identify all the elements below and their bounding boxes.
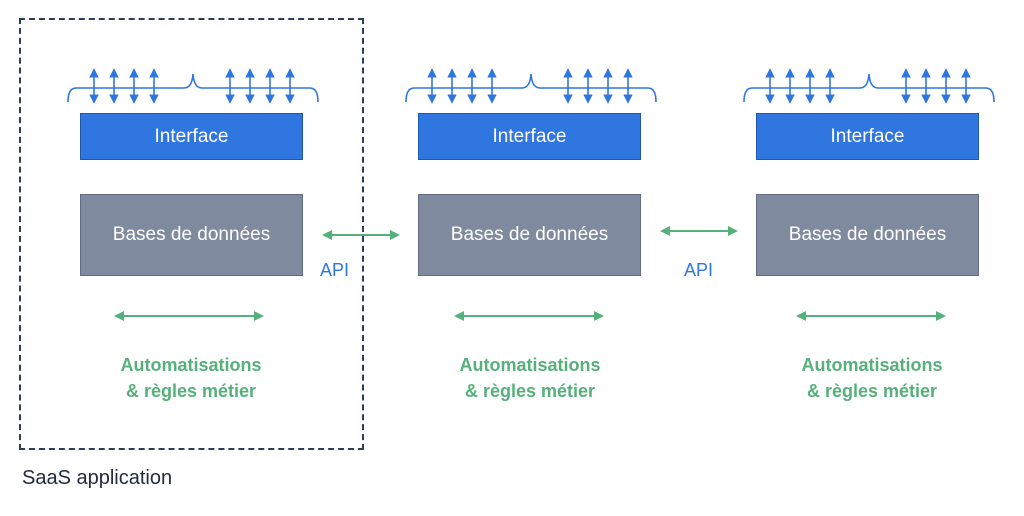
automation-line-1: Automatisations — [120, 355, 262, 375]
api-endpoints-bracket-icon — [405, 68, 657, 104]
interface-box-1: Interface — [80, 113, 303, 160]
automation-line-2: & règles métier — [806, 381, 938, 401]
automation-label-3: Automatisations & règles métier — [757, 352, 987, 404]
bidirectional-arrow-icon — [114, 311, 264, 321]
bidirectional-arrow-icon — [796, 311, 946, 321]
interface-box-2: Interface — [418, 113, 641, 160]
api-bidirectional-arrow-icon — [660, 226, 738, 236]
automation-label-2: Automatisations & règles métier — [415, 352, 645, 404]
interface-box-3: Interface — [756, 113, 979, 160]
database-box-3: Bases de données — [756, 194, 979, 276]
automation-label-1: Automatisations & règles métier — [76, 352, 306, 404]
database-box-1: Bases de données — [80, 194, 303, 276]
automation-line-1: Automatisations — [801, 355, 943, 375]
automation-line-1: Automatisations — [459, 355, 601, 375]
bidirectional-arrow-icon — [454, 311, 604, 321]
saas-application-label: SaaS application — [22, 467, 173, 489]
database-box-2: Bases de données — [418, 194, 641, 276]
api-label-2: API — [684, 260, 714, 280]
api-bidirectional-arrow-icon — [322, 230, 400, 240]
automation-line-2: & règles métier — [125, 381, 257, 401]
api-endpoints-bracket-icon — [743, 68, 995, 104]
automation-line-2: & règles métier — [464, 381, 596, 401]
api-label-1: API — [320, 260, 350, 280]
api-endpoints-bracket-icon — [67, 68, 319, 104]
